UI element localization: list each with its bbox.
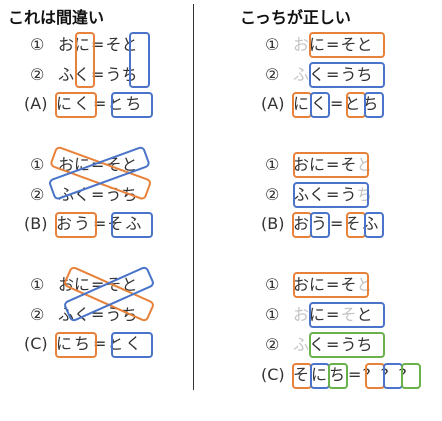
left-b-result: (B)おう=そふ — [24, 214, 142, 233]
right-c-result: (C)そにち=??? — [261, 365, 407, 384]
left-c-result: (C)にち=とく — [24, 334, 142, 353]
right-a-result: (A)にく=とち — [261, 94, 379, 113]
right-b-result: (B)おう=そふ — [261, 214, 379, 233]
right-title: こっちが正しい — [240, 8, 351, 27]
left-title: これは間違い — [8, 8, 105, 27]
divider — [193, 4, 194, 390]
left-a-result: (A)にく=とち — [24, 94, 142, 113]
